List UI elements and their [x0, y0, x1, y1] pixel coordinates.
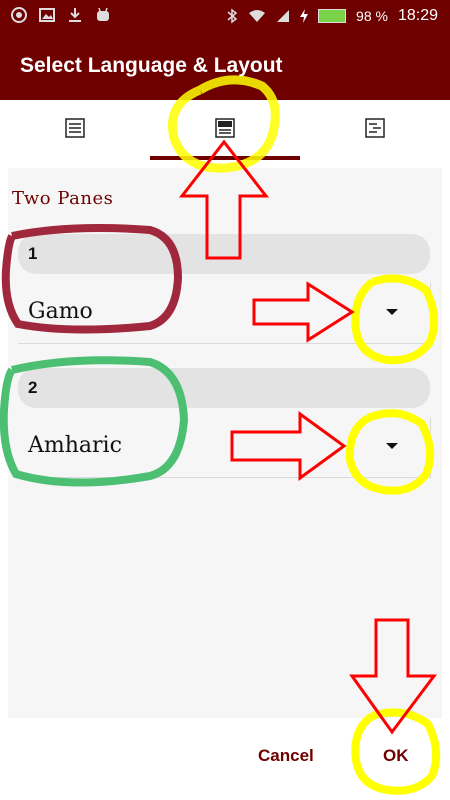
alternate-layout-icon: [365, 117, 385, 143]
battery-icon: [318, 9, 347, 23]
pane-2-language-select[interactable]: Amharic: [18, 417, 431, 478]
tab-alternate-layout[interactable]: [300, 100, 450, 160]
android-icon: [94, 6, 112, 24]
signal-icon: [276, 9, 290, 23]
selected-language: Gamo: [28, 299, 93, 324]
dropdown-arrow-icon[interactable]: [386, 443, 398, 449]
image-icon: [38, 6, 56, 24]
ok-button[interactable]: OK: [383, 746, 409, 765]
tab-single-document[interactable]: [0, 100, 150, 160]
app-icon: [10, 6, 28, 24]
tab-two-panes[interactable]: [150, 100, 300, 160]
layout-tabs: [0, 100, 450, 160]
pane-number: 2: [28, 378, 38, 397]
battery-percent: 98 %: [356, 8, 388, 24]
single-document-icon: [65, 117, 85, 143]
system-icons: 98 % 18:29: [226, 0, 438, 32]
download-icon: [66, 6, 84, 24]
cancel-button[interactable]: Cancel: [258, 746, 314, 765]
dropdown-arrow-icon[interactable]: [386, 309, 398, 315]
selected-language: Amharic: [28, 433, 122, 458]
pane-1-header: 1: [18, 234, 430, 274]
wifi-icon: [248, 9, 266, 23]
section-title: Two Panes: [12, 188, 114, 209]
pane-1-language-select[interactable]: Gamo: [18, 283, 431, 344]
notification-icons: [10, 6, 112, 24]
selected-tab-indicator: [150, 156, 300, 160]
pane-2-header: 2: [18, 368, 430, 408]
app-bar: Select Language & Layout: [0, 32, 450, 100]
pane-number: 1: [28, 244, 38, 263]
page-title: Select Language & Layout: [20, 54, 283, 77]
clock: 18:29: [397, 7, 438, 24]
bluetooth-icon: [226, 8, 238, 24]
status-bar: 98 % 18:29: [0, 0, 450, 32]
two-panes-icon: [215, 117, 235, 143]
charging-icon: [300, 9, 309, 23]
